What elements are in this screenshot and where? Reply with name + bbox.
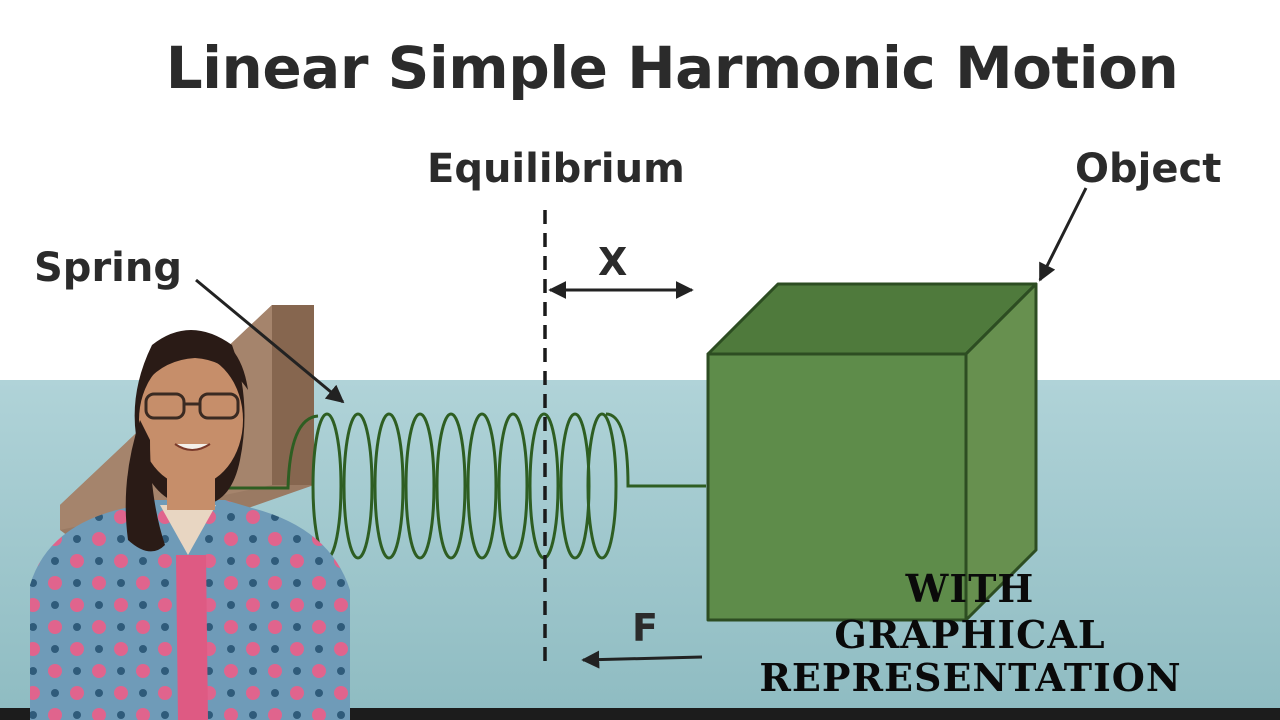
object-block [706, 282, 1038, 622]
force-label: F [632, 606, 658, 650]
caption-line-3: REPRESENTATION [759, 655, 1182, 700]
displacement-label: X [598, 240, 628, 284]
presenter-photo [30, 330, 350, 720]
diagram-title: Linear Simple Harmonic Motion [165, 34, 1179, 102]
spring-pointer-arrow [195, 278, 345, 404]
equilibrium-label: Equilibrium [427, 146, 685, 192]
caption-line-1: WITH [905, 566, 1035, 611]
spring-label: Spring [34, 245, 182, 291]
object-label: Object [1075, 146, 1222, 192]
caption-line-2: GRAPHICAL [834, 612, 1106, 657]
force-arrow [581, 650, 703, 669]
object-pointer-arrow [1038, 187, 1088, 282]
